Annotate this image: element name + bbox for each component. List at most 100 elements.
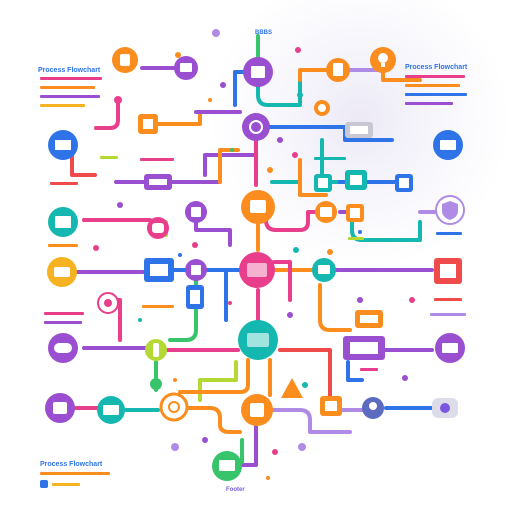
card-orange-d[interactable] (320, 396, 342, 416)
dot (295, 47, 301, 53)
chart-icon (399, 178, 409, 188)
text-bar (48, 244, 78, 247)
node-cart[interactable] (147, 217, 169, 239)
connector-line (298, 68, 340, 82)
folder-icon (250, 200, 266, 213)
left-header-label: Process Flowchart (38, 67, 101, 74)
dot (272, 449, 278, 455)
text-bar (140, 158, 174, 161)
text-bar (142, 305, 174, 308)
connector-line (186, 406, 242, 434)
archive-icon (251, 66, 265, 78)
grid-icon (191, 207, 201, 217)
node-monitor[interactable] (212, 451, 242, 481)
text-bar (405, 84, 460, 87)
node-briefcase[interactable] (45, 393, 75, 423)
shield-icon (442, 201, 458, 220)
node-lime-small[interactable] (150, 378, 162, 390)
bank-icon (440, 264, 456, 278)
flow-nodes (45, 47, 465, 481)
node-globe[interactable] (239, 252, 275, 288)
bulb-icon (378, 53, 388, 63)
table-icon (318, 178, 328, 188)
text-bar (405, 93, 467, 96)
node-archive[interactable] (243, 57, 273, 87)
text-bar (44, 321, 82, 324)
connector-line (318, 283, 352, 332)
flask-icon (120, 54, 130, 66)
node-calendar-left[interactable] (48, 207, 78, 237)
node-shield[interactable] (435, 195, 465, 225)
dot (287, 312, 293, 318)
node-small-orange[interactable] (314, 100, 330, 116)
node-cloud[interactable] (48, 333, 78, 363)
bottom-center-label: Footer (226, 487, 245, 493)
dot-icon (318, 104, 326, 112)
node-chat-ring[interactable] (159, 392, 189, 422)
node-laptop[interactable] (435, 333, 465, 363)
node-small-purple-b[interactable] (185, 259, 207, 281)
calendar-icon (55, 216, 71, 228)
card-blue[interactable] (144, 258, 174, 282)
phone-icon (190, 290, 200, 304)
dot (202, 437, 208, 443)
node-server[interactable] (433, 130, 463, 160)
node-package[interactable] (47, 257, 77, 287)
node-folder[interactable] (241, 190, 275, 224)
clipboard-icon (333, 63, 343, 76)
card-blue-sm[interactable] (395, 174, 413, 192)
connector-line (70, 150, 97, 177)
node-mail[interactable] (97, 396, 125, 424)
node-database[interactable] (241, 394, 273, 426)
node-person[interactable] (362, 397, 384, 419)
dot (358, 230, 362, 234)
card-camera[interactable] (432, 398, 458, 418)
text-bar (100, 156, 118, 159)
dot (292, 152, 298, 158)
node-flask[interactable] (112, 47, 138, 73)
node-lime[interactable] (145, 339, 167, 361)
node-document[interactable] (174, 56, 198, 80)
briefcase-icon (53, 402, 67, 414)
node-clipboard[interactable] (326, 58, 350, 82)
text-bar (40, 95, 100, 98)
person-icon (369, 402, 377, 410)
card-orange-c[interactable] (355, 310, 383, 328)
text-bar (430, 313, 466, 316)
window-icon (150, 264, 168, 276)
text-bar (314, 157, 346, 160)
connector-line (178, 358, 250, 394)
card-teal-b[interactable] (345, 170, 367, 190)
node-users[interactable] (238, 320, 278, 360)
server-icon (440, 140, 456, 150)
document-icon (180, 63, 192, 72)
card-teal[interactable] (314, 174, 332, 192)
card-orange-b[interactable] (346, 204, 364, 222)
table-icon (350, 175, 362, 185)
card-purple-b[interactable] (343, 336, 385, 360)
dot (171, 443, 179, 451)
flow-cards (138, 114, 462, 418)
dot (266, 476, 270, 480)
card-blue-tall[interactable] (186, 285, 204, 309)
node-small-teal[interactable] (312, 258, 336, 282)
node-gear[interactable] (242, 113, 270, 141)
card-triangle[interactable] (281, 378, 303, 398)
node-bulb[interactable] (370, 47, 396, 73)
card-graybox[interactable] (345, 122, 373, 138)
node-small-purple[interactable] (185, 201, 207, 223)
bottom-title-label: Process Flowchart (40, 461, 103, 468)
card-purple[interactable] (144, 174, 172, 190)
card-orange[interactable] (138, 114, 158, 134)
node-calendar-right[interactable] (315, 201, 337, 223)
decorative-dots (93, 29, 415, 480)
cloud-icon (54, 343, 72, 353)
legend-swatch (40, 480, 48, 488)
node-search-ring[interactable] (97, 292, 119, 314)
package-icon (54, 267, 70, 277)
card-red[interactable] (434, 258, 462, 284)
globe-icon (247, 263, 267, 277)
gear-icon (249, 120, 263, 134)
node-chart[interactable] (48, 130, 78, 160)
